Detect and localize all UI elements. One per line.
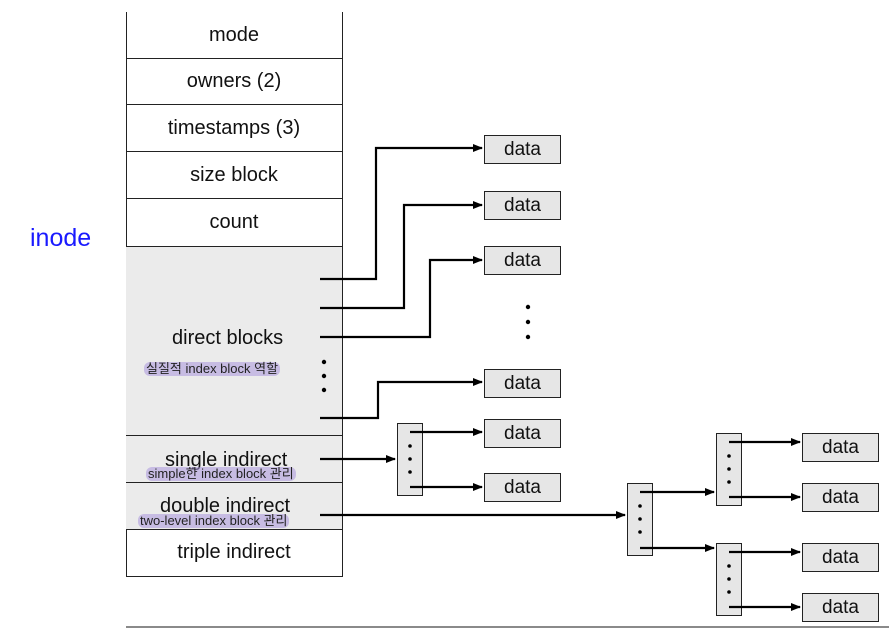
- inode-label: inode: [30, 224, 92, 252]
- data-block-7: data: [802, 433, 879, 462]
- note-direct: 실질적 index block 역할: [144, 361, 281, 376]
- field-owners: owners (2): [126, 58, 342, 104]
- ellipsis-dot: [525, 319, 531, 325]
- ellipsis-dot: [408, 444, 412, 448]
- ellipsis-dot: [727, 564, 731, 568]
- arrow-direct-1: [320, 144, 483, 281]
- data-block-2: data: [484, 191, 561, 220]
- ellipsis-dot: [321, 373, 327, 379]
- ellipsis-dot: [727, 467, 731, 471]
- field-count: count: [126, 198, 342, 246]
- data-block-1: data: [484, 135, 561, 164]
- arrow-direct-4: [320, 378, 483, 420]
- ellipsis-dot: [525, 304, 531, 310]
- note-single: simple한 index block 관리: [146, 466, 296, 481]
- field-double-indirect: double indirect: [160, 495, 291, 517]
- field-size-block: size block: [126, 151, 342, 198]
- ellipsis-dot: [408, 457, 412, 461]
- field-mode: mode: [208, 23, 260, 46]
- data-block-6: data: [484, 473, 561, 502]
- ellipsis-dot: [727, 590, 731, 594]
- data-block-5: data: [484, 419, 561, 448]
- arrow-direct-2: [320, 201, 483, 310]
- data-block-10: data: [802, 593, 879, 622]
- ellipsis-dot: [727, 480, 731, 484]
- field-timestamps: timestamps (3): [126, 104, 342, 151]
- ellipsis-dot: [525, 334, 531, 340]
- ellipsis-dot: [321, 387, 327, 393]
- note-double: two-level index block 관리: [138, 513, 290, 528]
- ellipsis-dot: [408, 470, 412, 474]
- data-block-8: data: [802, 483, 879, 512]
- ellipsis-dot: [638, 517, 642, 521]
- ellipsis-dot: [638, 530, 642, 534]
- data-block-3: data: [484, 246, 561, 275]
- data-block-4: data: [484, 369, 561, 398]
- ellipsis-dot: [638, 504, 642, 508]
- field-triple-indirect: triple indirect: [126, 529, 342, 575]
- arrow-direct-3: [320, 256, 483, 339]
- field-single-indirect: single indirect: [165, 449, 288, 471]
- ellipsis-dot: [727, 577, 731, 581]
- ellipsis-dot: [727, 454, 731, 458]
- field-direct-blocks-area: [126, 246, 342, 435]
- data-block-9: data: [802, 543, 879, 572]
- field-direct-blocks: direct blocks: [172, 327, 284, 349]
- ellipsis-dot: [321, 359, 327, 365]
